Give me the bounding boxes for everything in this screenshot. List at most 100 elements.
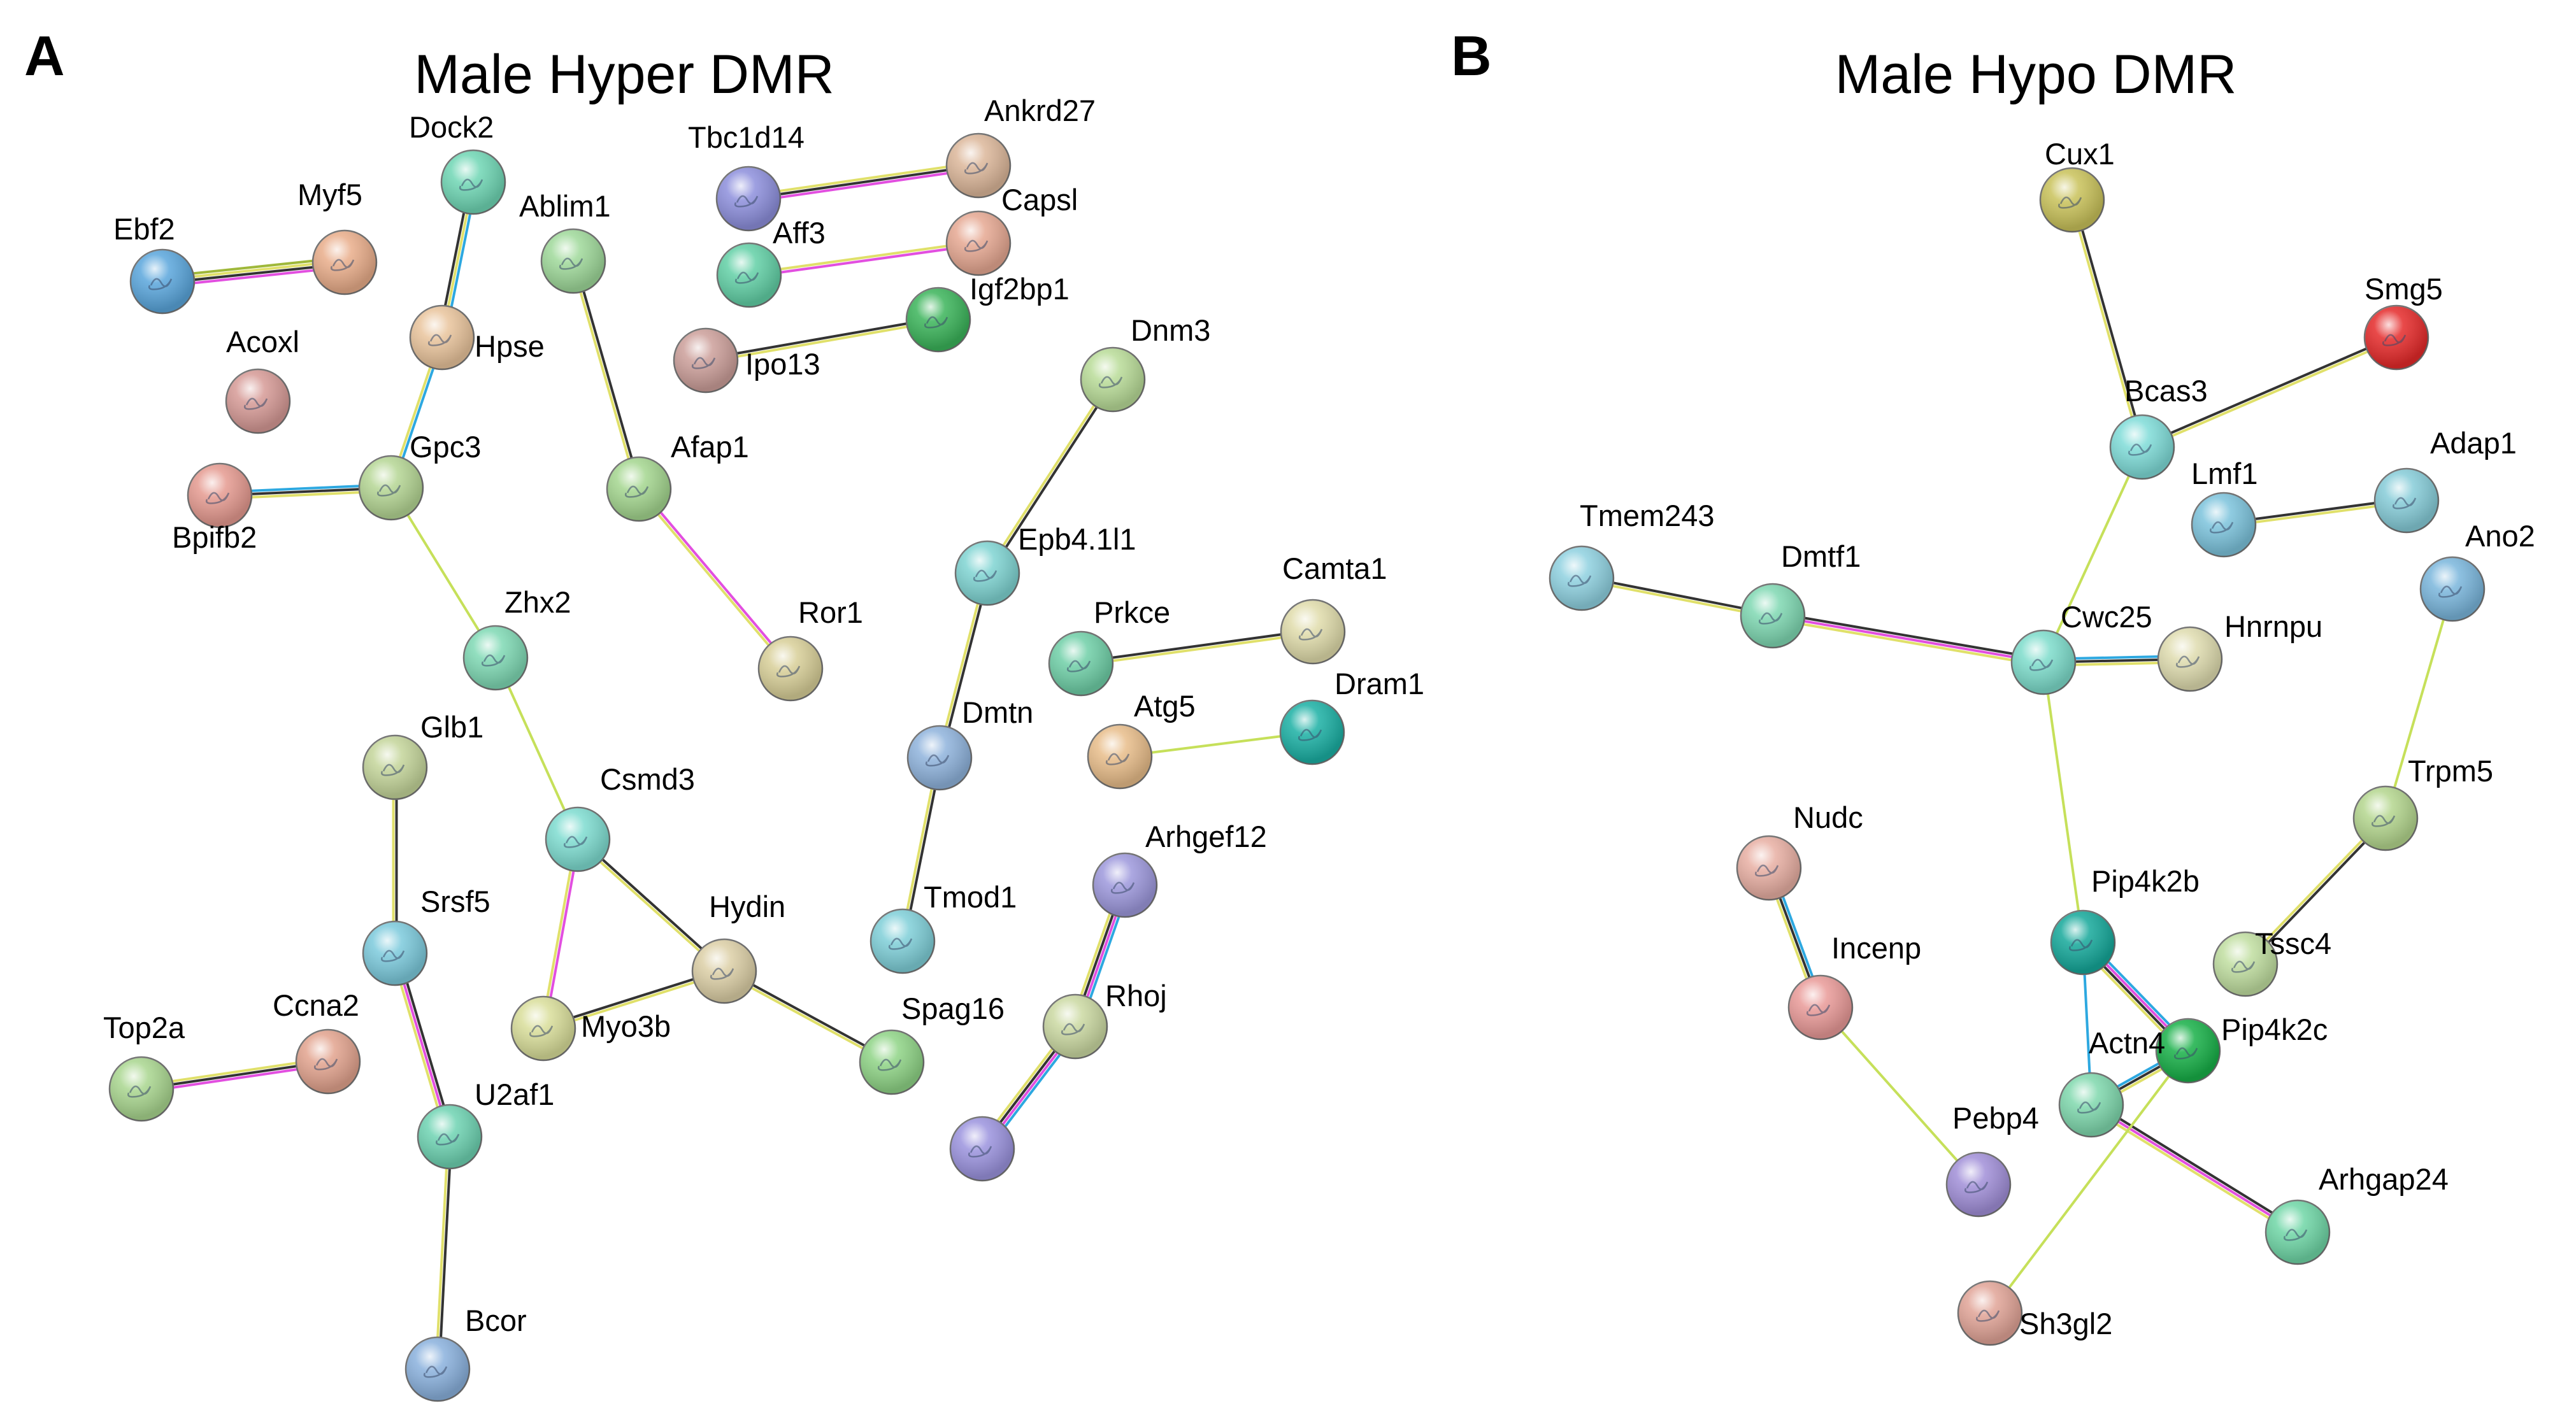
node-aff3[interactable]: Aff3: [716, 216, 826, 308]
node-label: Arhgap24: [2319, 1162, 2449, 1196]
node-nudc[interactable]: Nudc: [1736, 800, 1863, 901]
node-ccna2[interactable]: Ccna2: [273, 988, 361, 1095]
edge-aff3-capsl: [747, 240, 980, 278]
node-myf5[interactable]: Myf5: [297, 178, 378, 295]
edge-strand: [2141, 338, 2398, 450]
node-sh3gl2[interactable]: Sh3gl2: [1957, 1280, 2112, 1346]
node-gloss: [607, 457, 671, 521]
node-ablim1[interactable]: Ablim1: [519, 189, 611, 294]
node-ror1[interactable]: Ror1: [757, 595, 863, 702]
edge-bcas3-cwc25: [2042, 446, 2143, 664]
node-gloss: [1081, 348, 1145, 411]
protein-structure-icon: [926, 754, 950, 767]
node-camta1[interactable]: Camta1: [1280, 551, 1387, 665]
node-hpse[interactable]: Hpse: [409, 304, 545, 371]
edge-ablim1-afap1: [570, 259, 642, 491]
node-tssc4[interactable]: Tssc4: [2212, 927, 2331, 997]
node-label: Nudc: [1793, 800, 1863, 834]
protein-structure-icon: [244, 397, 268, 410]
node-ankrd27[interactable]: Ankrd27: [945, 94, 1096, 199]
node-tmem243[interactable]: Tmem243: [1549, 499, 1715, 611]
node-arhgap24[interactable]: Arhgap24: [2265, 1162, 2449, 1265]
node-pebp4[interactable]: Pebp4: [1945, 1101, 2039, 1218]
node-epb41l1[interactable]: Epb4.1l1: [954, 522, 1136, 606]
node-atg5[interactable]: Atg5: [1087, 689, 1196, 790]
node-label: Ebf2: [113, 212, 175, 246]
protein-structure-icon: [1067, 660, 1091, 672]
node-bcas3[interactable]: Bcas3: [2109, 374, 2208, 480]
node-dmtf1[interactable]: Dmtf1: [1740, 539, 1861, 649]
node-gloss: [418, 1105, 482, 1169]
edge-strand: [638, 487, 793, 669]
node-label: Dmtf1: [1781, 539, 1861, 573]
node-pip4k2c[interactable]: Pip4k2c: [2155, 1013, 2328, 1084]
node-trpm5[interactable]: Trpm5: [2352, 754, 2493, 851]
node-top2a[interactable]: Top2a: [103, 1011, 185, 1122]
node-gloss: [860, 1030, 924, 1094]
node-adap1[interactable]: Adap1: [2373, 426, 2517, 534]
edge-strand: [747, 164, 980, 200]
node-dram1[interactable]: Dram1: [1279, 667, 1424, 765]
node-spag16[interactable]: Spag16: [859, 992, 1005, 1095]
node-dock2[interactable]: Dock2: [409, 110, 506, 215]
node-ano2[interactable]: Ano2: [2419, 519, 2535, 622]
edge-strand: [1771, 617, 2045, 667]
edge-strand: [494, 657, 579, 841]
node-label: Bpifb2: [172, 520, 257, 554]
node-pip4k2b[interactable]: Pip4k2b: [2050, 864, 2200, 976]
node-bcor[interactable]: Bcor: [404, 1304, 527, 1402]
node-srsf5[interactable]: Srsf5: [362, 885, 490, 986]
node-label: Csmd3: [600, 762, 695, 796]
node-label: Acoxl: [226, 325, 299, 359]
node-dnm3[interactable]: Dnm3: [1080, 313, 1210, 413]
node-dmtn[interactable]: Dmtn: [906, 695, 1033, 791]
protein-structure-icon: [1807, 1004, 1831, 1016]
node-glb1[interactable]: Glb1: [362, 710, 483, 800]
edge-strand: [704, 316, 940, 360]
node-hydin[interactable]: Hydin: [691, 890, 785, 1004]
node-gloss: [871, 909, 934, 973]
node-gloss: [2158, 627, 2222, 691]
node-gpc3[interactable]: Gpc3: [358, 430, 481, 521]
node-label: Sh3gl2: [2019, 1307, 2112, 1340]
node-prkce[interactable]: Prkce: [1048, 595, 1170, 697]
edge-ano2-trpm5: [2384, 588, 2454, 820]
edge-strand: [2042, 661, 2084, 944]
node-arhgef12[interactable]: Arhgef12: [1092, 820, 1267, 918]
node-rhoj[interactable]: Rhoj: [1042, 979, 1167, 1060]
node-gloss: [2421, 557, 2484, 621]
node-igf2bp1[interactable]: Igf2bp1: [905, 272, 1070, 353]
node-afap1[interactable]: Afap1: [606, 430, 749, 522]
node-tmod1[interactable]: Tmod1: [869, 880, 1017, 974]
node-lmf1[interactable]: Lmf1: [2191, 457, 2258, 558]
edge-strand: [1079, 629, 1314, 664]
node-capsl[interactable]: Capsl: [945, 183, 1078, 276]
edge-zhx2-csmd3: [494, 657, 579, 841]
node-smg5[interactable]: Smg5: [2363, 272, 2443, 371]
node-gloss: [2040, 168, 2104, 232]
edge-strand: [2384, 588, 2454, 820]
node-acoxl[interactable]: Acoxl: [225, 325, 299, 434]
node-ipo13[interactable]: Ipo13: [673, 327, 820, 394]
node-u2af1[interactable]: U2af1: [417, 1077, 554, 1170]
panel-a-letter: A: [24, 24, 65, 87]
node-hnrnpu[interactable]: Hnrnpu: [2157, 609, 2322, 692]
node-incenp[interactable]: Incenp: [1787, 931, 1921, 1041]
edge-strand: [2243, 816, 2386, 965]
node-label: Bcor: [465, 1304, 527, 1337]
panel-b-edges: [1580, 198, 2454, 1314]
node-tbc1d14[interactable]: Tbc1d14: [688, 120, 805, 232]
node-zhx2[interactable]: Zhx2: [462, 585, 571, 691]
node-cux1[interactable]: Cux1: [2039, 137, 2115, 233]
node-cwc25[interactable]: Cwc25: [2010, 600, 2152, 695]
node-actn4[interactable]: Actn4: [2058, 1026, 2165, 1138]
node-bpifb2[interactable]: Bpifb2: [172, 462, 257, 554]
node-csmd3[interactable]: Csmd3: [545, 762, 695, 872]
protein-structure-icon: [2176, 655, 2200, 668]
node-ebf2[interactable]: Ebf2: [113, 212, 196, 315]
node-unlabeled[interactable]: [949, 1116, 1015, 1182]
protein-structure-icon: [2069, 939, 2093, 951]
protein-structure-icon: [710, 967, 734, 980]
edge-dnm3-epb41l1: [984, 377, 1116, 576]
node-myo3b[interactable]: Myo3b: [510, 995, 671, 1062]
